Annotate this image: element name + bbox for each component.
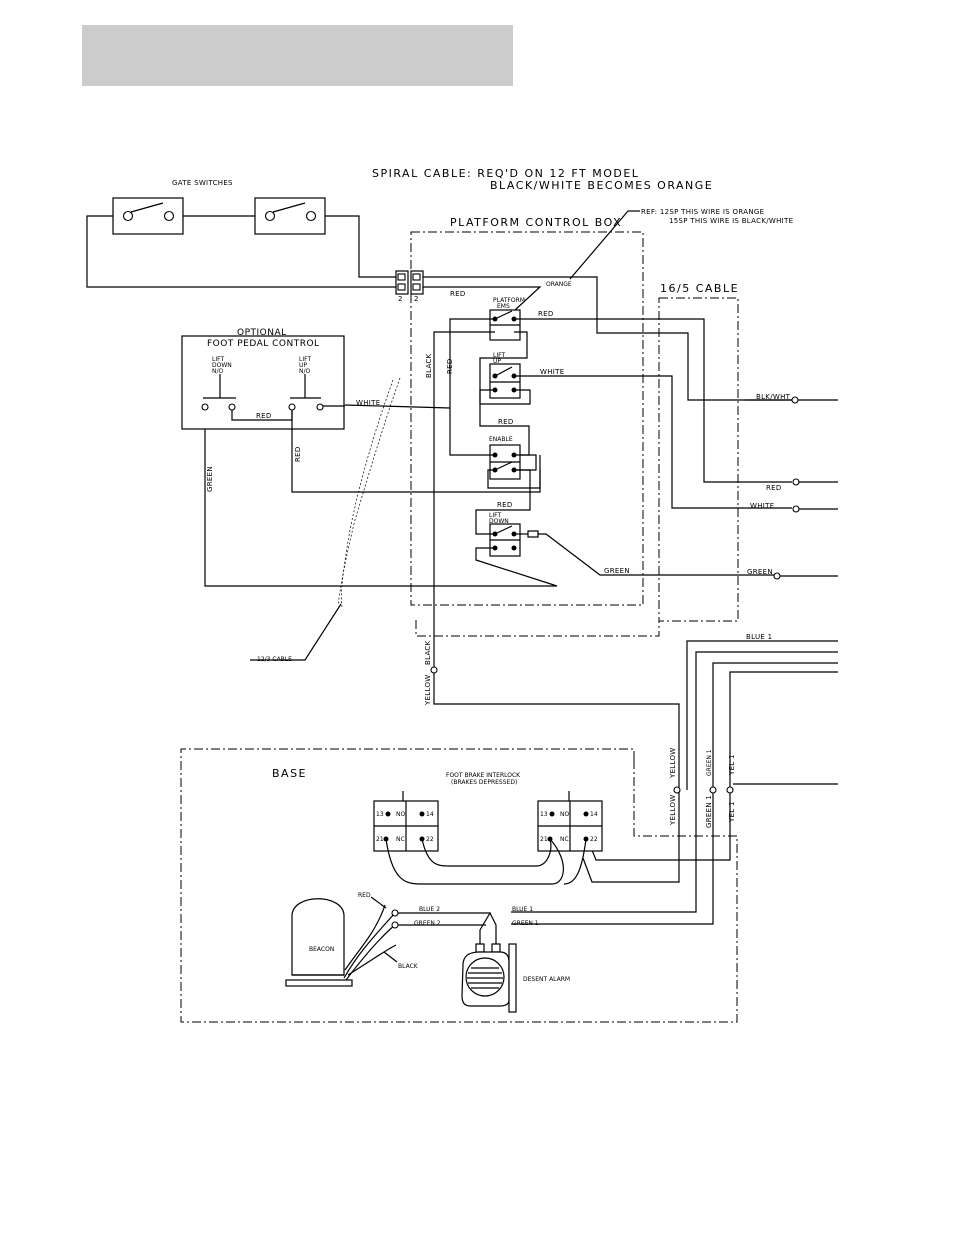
- svg-text:DOWN: DOWN: [212, 362, 232, 369]
- svg-text:21: 21: [376, 836, 384, 843]
- svg-text:OPTIONAL: OPTIONAL: [237, 328, 287, 338]
- svg-text:LIFT: LIFT: [489, 512, 501, 519]
- wire-label-orange: ORANGE: [546, 281, 572, 288]
- svg-text:GREEN 2: GREEN 2: [414, 920, 441, 927]
- header-bar: [82, 25, 513, 86]
- svg-text:N/O: N/O: [212, 368, 224, 375]
- svg-text:GREEN 1: GREEN 1: [705, 795, 713, 828]
- svg-text:13: 13: [376, 811, 384, 818]
- svg-text:LIFT: LIFT: [212, 356, 224, 363]
- svg-text:2: 2: [398, 295, 403, 303]
- svg-text:DOWN: DOWN: [489, 518, 509, 525]
- svg-text:21: 21: [540, 836, 548, 843]
- svg-text:14: 14: [426, 811, 434, 818]
- svg-text:UP: UP: [299, 362, 307, 369]
- svg-text:BLK/WHT: BLK/WHT: [756, 393, 791, 401]
- wire-label-red: RED: [450, 290, 466, 298]
- svg-text:YELLOW: YELLOW: [424, 675, 432, 706]
- svg-text:GREEN 1: GREEN 1: [706, 749, 713, 776]
- svg-text:BLACK: BLACK: [425, 353, 433, 378]
- svg-text:BLUE 2: BLUE 2: [419, 906, 440, 913]
- svg-text:NO: NO: [396, 811, 405, 818]
- svg-text:N/O: N/O: [299, 368, 311, 375]
- svg-text:YELLOW: YELLOW: [669, 795, 677, 826]
- svg-text:BEACON: BEACON: [309, 946, 334, 953]
- svg-text:2: 2: [414, 295, 419, 303]
- svg-text:YEL 1: YEL 1: [728, 754, 736, 776]
- svg-text:BLUE 1: BLUE 1: [512, 906, 533, 913]
- ref-note-1: REF: 12SP THIS WIRE IS ORANGE: [641, 208, 764, 216]
- svg-text:NC: NC: [560, 836, 569, 843]
- svg-text:RED: RED: [538, 310, 554, 318]
- svg-text:RED: RED: [256, 412, 272, 420]
- svg-text:LIFT: LIFT: [493, 352, 505, 359]
- spiral-cable-note: BLACK/WHITE BECOMES ORANGE: [490, 179, 713, 192]
- svg-text:PLATFORM: PLATFORM: [493, 297, 525, 304]
- svg-text:RED: RED: [497, 501, 513, 509]
- svg-text:WHITE: WHITE: [540, 368, 564, 376]
- svg-text:BLACK: BLACK: [424, 640, 432, 665]
- svg-text:14: 14: [590, 811, 598, 818]
- svg-text:YELLOW: YELLOW: [669, 748, 677, 779]
- svg-text:13: 13: [540, 811, 548, 818]
- svg-text:FOOT PEDAL CONTROL: FOOT PEDAL CONTROL: [207, 339, 320, 349]
- svg-text:NC: NC: [396, 836, 405, 843]
- base-label: BASE: [272, 767, 307, 780]
- svg-text:22: 22: [426, 836, 434, 843]
- platform-control-box: [410, 231, 644, 606]
- svg-text:WHITE: WHITE: [356, 399, 380, 407]
- svg-text:UP: UP: [493, 358, 501, 365]
- gate-switches-label: GATE SWITCHES: [172, 179, 233, 187]
- svg-text:ENABLE: ENABLE: [489, 436, 513, 443]
- svg-text:GREEN: GREEN: [747, 568, 773, 576]
- cable-12-3-label: 12/3 CABLE: [257, 656, 292, 663]
- platform-control-box-label: PLATFORM CONTROL BOX: [450, 216, 622, 229]
- svg-text:(BRAKES DEPRESSED): (BRAKES DEPRESSED): [451, 779, 517, 786]
- svg-text:LIFT: LIFT: [299, 356, 311, 363]
- svg-text:EMS: EMS: [497, 303, 510, 310]
- svg-text:22: 22: [590, 836, 598, 843]
- svg-text:RED: RED: [446, 358, 454, 374]
- foot-pedal-control: [181, 335, 345, 430]
- svg-text:GREEN 1: GREEN 1: [512, 920, 539, 927]
- svg-text:RED: RED: [294, 446, 302, 462]
- svg-text:FOOT BRAKE INTERLOCK: FOOT BRAKE INTERLOCK: [446, 772, 521, 779]
- svg-text:RED: RED: [498, 418, 514, 426]
- base-outline: [180, 748, 738, 1023]
- cable-16-5-outline: [658, 297, 739, 622]
- svg-text:WHITE: WHITE: [750, 502, 774, 510]
- svg-text:BLUE 1: BLUE 1: [746, 633, 772, 641]
- ref-note-2: 15SP THIS WIRE IS BLACK/WHITE: [669, 217, 793, 225]
- svg-text:GREEN: GREEN: [206, 466, 214, 492]
- svg-text:NO: NO: [560, 811, 569, 818]
- svg-text:GREEN: GREEN: [604, 567, 630, 575]
- svg-text:BLACK: BLACK: [398, 963, 419, 970]
- svg-text:RED: RED: [766, 484, 782, 492]
- lift-up-switch: [489, 363, 521, 399]
- svg-text:DESENT ALARM: DESENT ALARM: [523, 976, 570, 983]
- cable-16-5-label: 16/5 CABLE: [660, 282, 739, 295]
- spiral-cable-title: SPIRAL CABLE: REQ'D ON 12 FT MODEL: [372, 167, 639, 180]
- svg-text:RED: RED: [358, 892, 371, 899]
- beacon: [291, 898, 345, 976]
- svg-text:YEL 1: YEL 1: [728, 801, 736, 823]
